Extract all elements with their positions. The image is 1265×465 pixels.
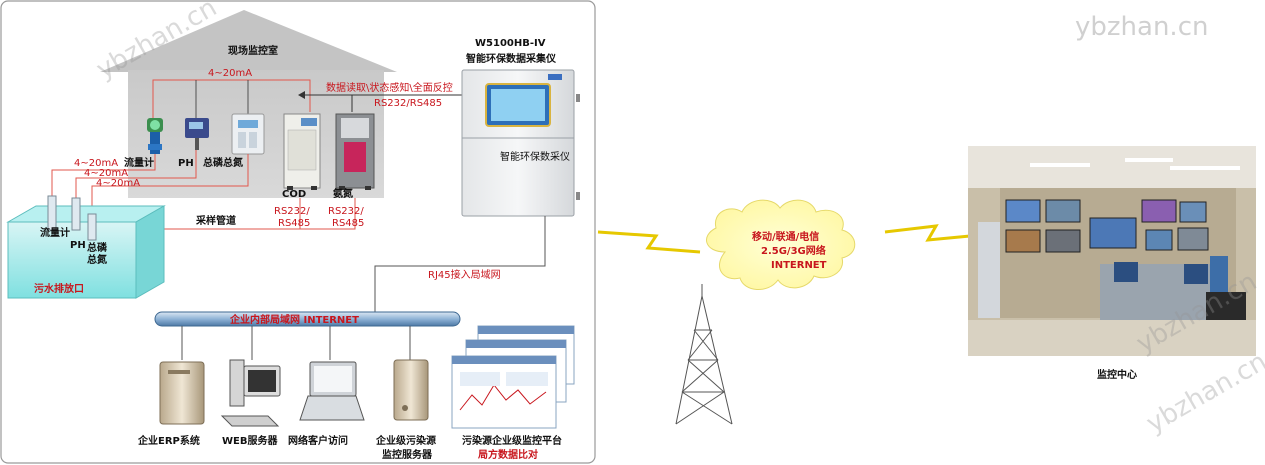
tp-tn-label: 总磷总氮: [203, 156, 243, 169]
ammonia-analyzer-device: [335, 113, 375, 190]
tank-ph-label: PH: [70, 240, 86, 251]
rj45-label: RJ45接入局域网: [428, 268, 501, 281]
rs-nh-label-2: RS485: [332, 218, 364, 229]
enterprise-server-icon: [393, 359, 429, 421]
tank-flow-label: 流量计: [40, 226, 70, 239]
device-name-label: 智能环保数据采集仪: [466, 52, 557, 65]
signal-label-top: 4~20mA: [208, 68, 252, 79]
cloud-label-2: 2.5G/3G网络: [761, 244, 826, 257]
client-label: 网络客户访问: [288, 434, 348, 447]
web-label: WEB服务器: [222, 434, 278, 447]
outlet-label: 污水排放口: [34, 282, 84, 295]
monitoring-center-photo: [968, 146, 1256, 356]
tank-tp-label-2: 总氮: [87, 253, 107, 266]
probe-line-ph: [75, 150, 197, 204]
cod-analyzer-device: [283, 113, 321, 190]
ammonia-label: 氨氮: [333, 187, 353, 200]
monitor-room-label: 现场监控室: [228, 44, 278, 57]
transmission-tower-icon: [675, 284, 733, 425]
server-label-1: 企业级污染源: [375, 434, 436, 447]
rs-nh-label-1: RS232/: [328, 206, 364, 217]
cloud-label-3: INTERNET: [771, 260, 827, 271]
erp-server-icon: [159, 361, 205, 425]
rs-top-label: RS232/RS485: [374, 98, 442, 109]
platform-label-2: 局方数据比对: [477, 448, 538, 461]
signal-line-top: [152, 79, 311, 122]
lightning-right: [884, 224, 971, 242]
signal-label-b: 4~20mA: [84, 168, 128, 179]
device-model-label: W5100HB-IV: [475, 38, 546, 49]
monitor-center-label: 监控中心: [1097, 368, 1137, 381]
lan-bus: [154, 311, 461, 327]
control-arrow-left: [298, 91, 305, 99]
monitor-room-roof: [100, 10, 397, 72]
probe-line-tp: [91, 154, 249, 216]
probe-tp: [87, 213, 97, 241]
cod-label: COD: [282, 189, 306, 200]
watermark-top: ybzhan.cn: [1075, 12, 1209, 42]
lan-label: 企业内部局域网 INTERNET: [229, 313, 359, 326]
tp-tn-analyzer-device: [231, 113, 265, 155]
erp-label: 企业ERP系统: [137, 434, 200, 447]
flowmeter-label: 流量计: [124, 156, 154, 169]
flowmeter-device: [147, 118, 163, 154]
web-server-icon: [220, 359, 281, 427]
ph-meter-device: [185, 118, 209, 150]
sampling-pipe-label: 采样管道: [195, 214, 236, 227]
platform-screens: [451, 325, 575, 429]
signal-label-c: 4~20mA: [96, 178, 140, 189]
laptop-icon: [299, 361, 365, 421]
signal-label-a: 4~20mA: [74, 158, 118, 169]
device-screen-caption: 智能环保数采仪: [500, 150, 570, 163]
rs-cod-label-2: RS485: [278, 218, 310, 229]
lightning-left: [597, 230, 701, 254]
probe-flow: [47, 195, 57, 231]
platform-label-1: 污染源企业级监控平台: [462, 434, 562, 447]
rj45-line: [374, 216, 546, 316]
probe-ph: [71, 197, 81, 231]
sewage-outlet-tank: [6, 205, 166, 299]
probe-line-flow: [51, 154, 156, 204]
sampling-pipe-nh: [300, 198, 356, 230]
ph-label: PH: [178, 158, 194, 169]
data-logger-device: [461, 69, 580, 217]
cloud-label-1: 移动/联通/电信: [752, 230, 819, 243]
network-cloud: [706, 199, 856, 290]
tank-tp-label-1: 总磷: [87, 241, 108, 254]
server-label-2: 监控服务器: [382, 448, 433, 461]
control-label: 数据读取\状态感知\全面反控: [326, 81, 453, 94]
rs-cod-label-1: RS232/: [274, 206, 310, 217]
